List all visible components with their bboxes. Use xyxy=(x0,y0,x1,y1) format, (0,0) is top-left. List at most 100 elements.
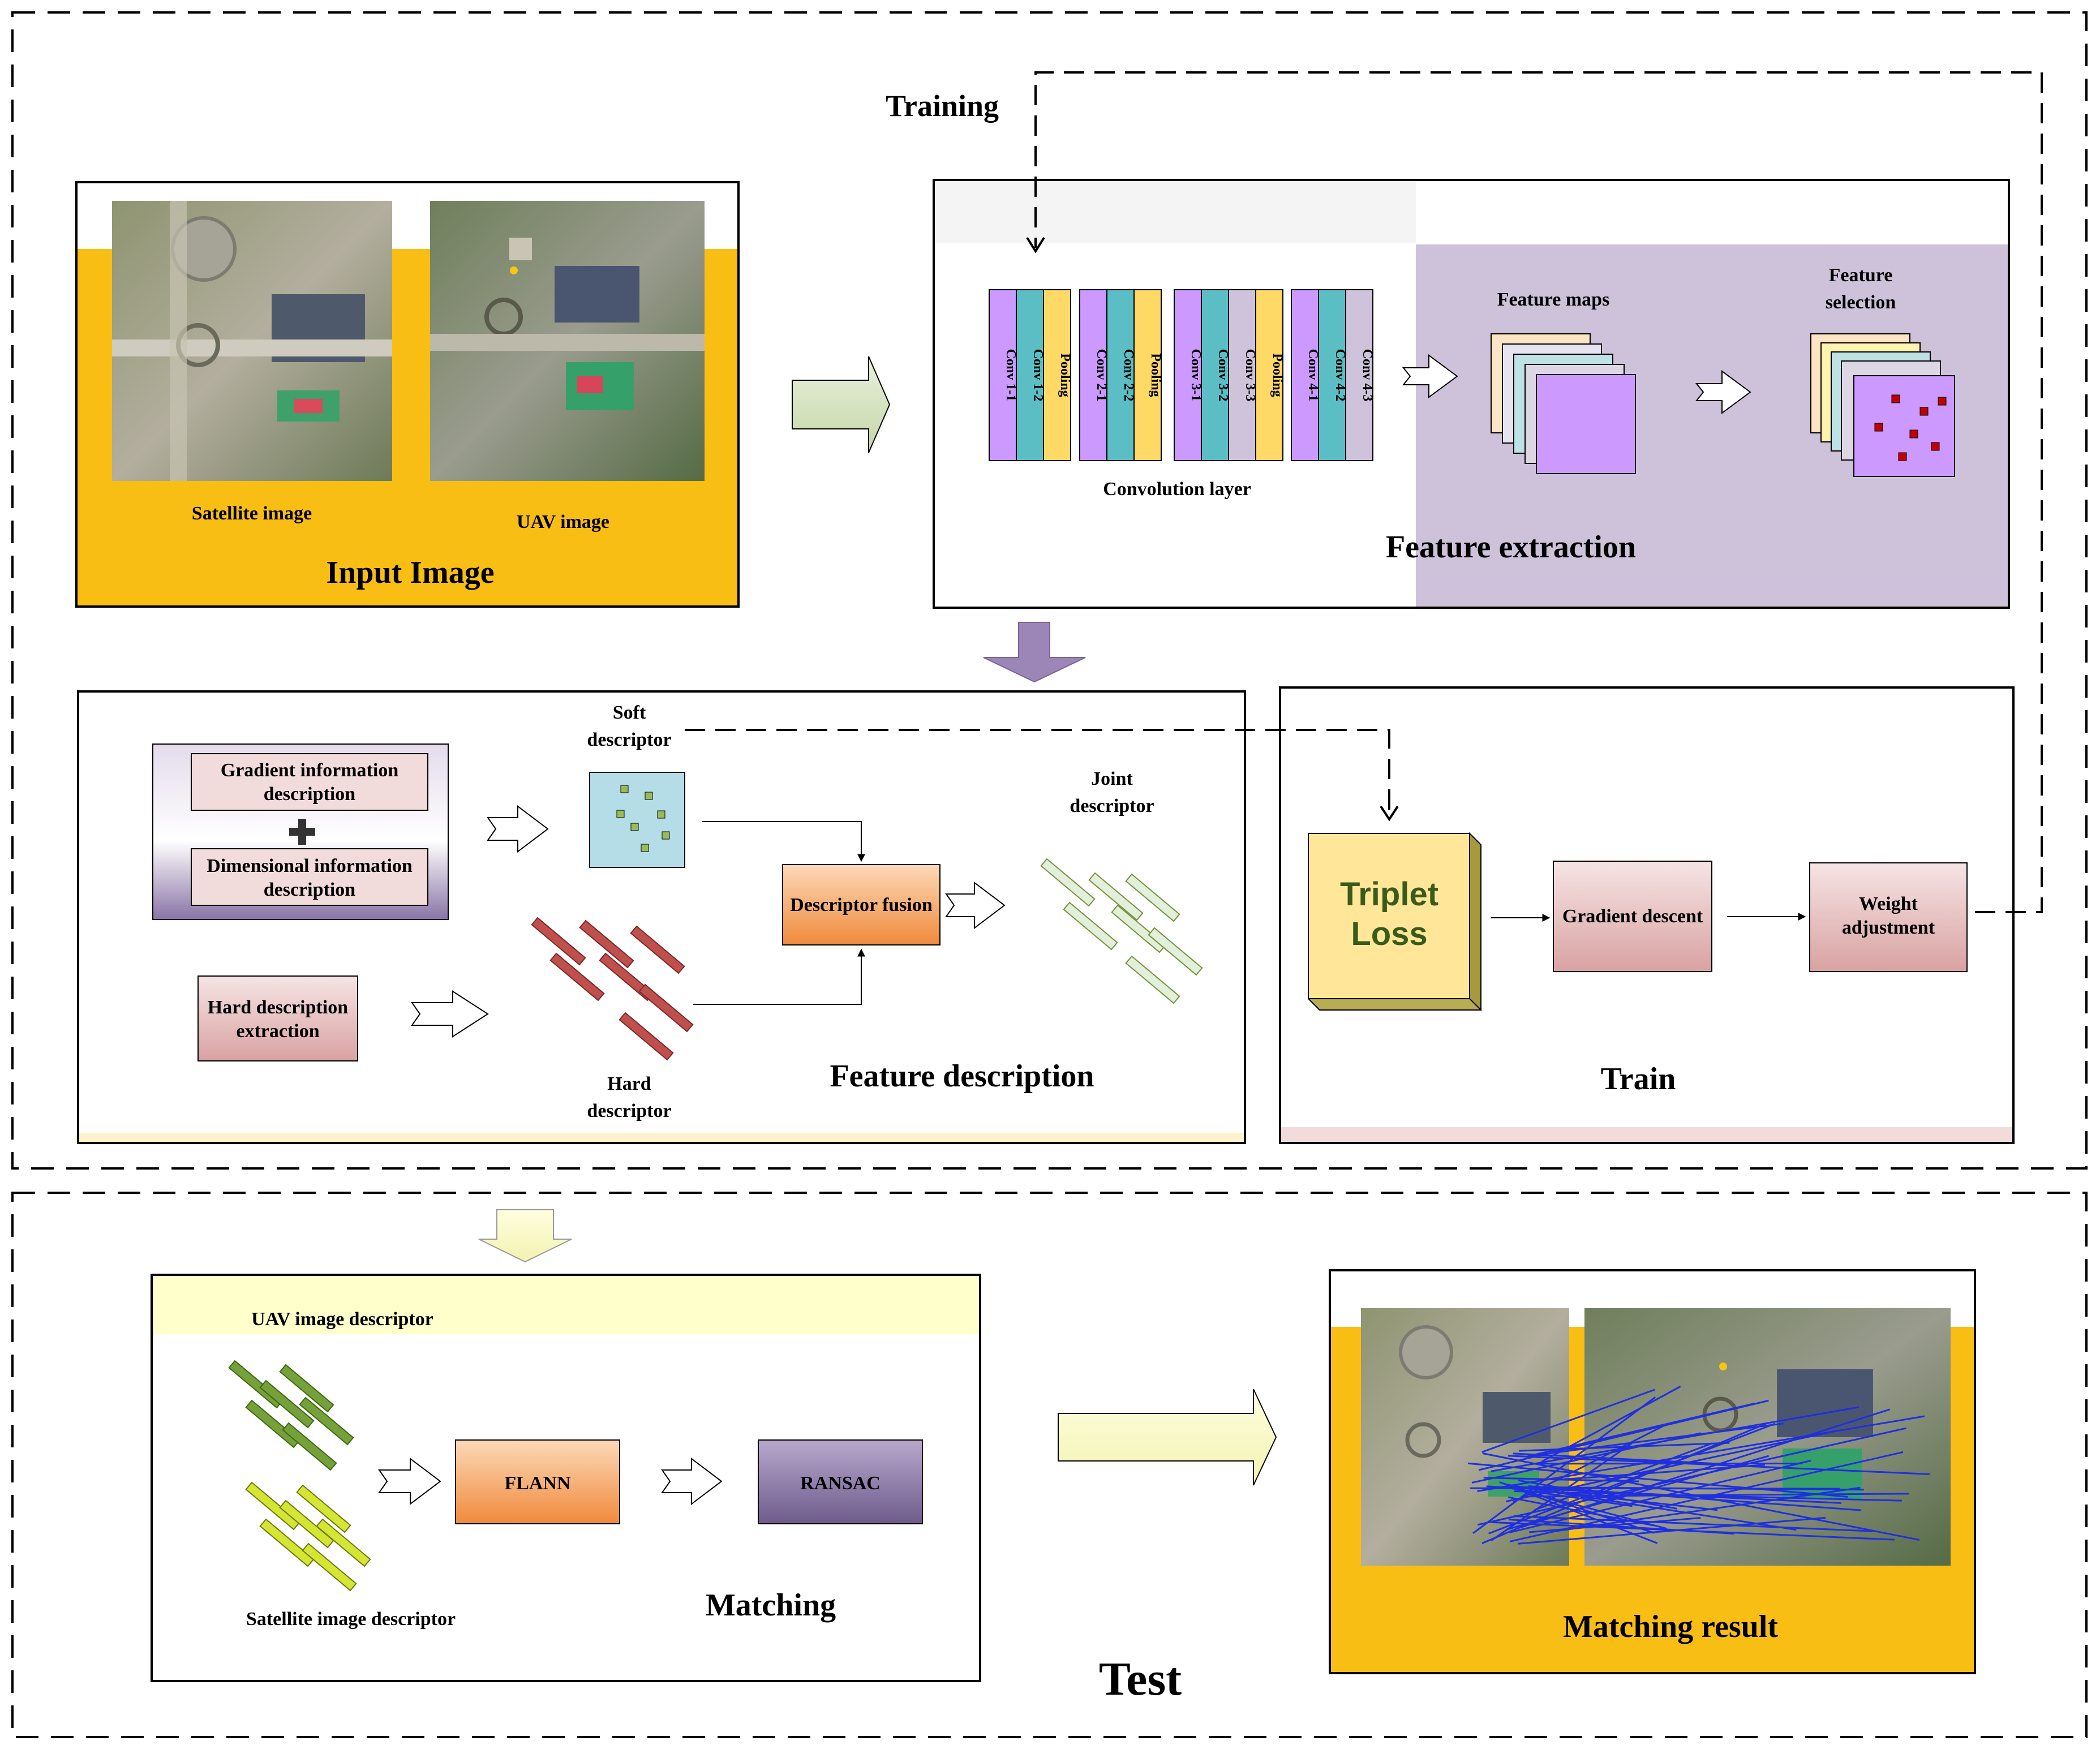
train-title: Train xyxy=(1601,1061,1676,1097)
input-image-title: Input Image xyxy=(326,555,494,590)
joint-descriptor-label: Joint xyxy=(1091,768,1133,789)
layer-label: Conv 4-3 xyxy=(1360,349,1375,402)
ransac-box xyxy=(758,1439,923,1524)
conv-block-3 xyxy=(1174,289,1283,461)
connector xyxy=(702,821,865,862)
gradient-information-text: Gradient information xyxy=(221,760,399,781)
arrowhead xyxy=(1380,805,1399,822)
gradient-descent-box xyxy=(1553,861,1712,972)
test-frame xyxy=(11,1192,2088,1738)
match-line xyxy=(1508,1455,1930,1475)
feature-selection-label: Feature xyxy=(1829,265,1893,286)
gradient-information-text: description xyxy=(264,784,356,805)
dimensional-information-text: description xyxy=(264,879,356,900)
soft-to-triplet-dashed xyxy=(685,729,1390,816)
match-line xyxy=(1541,1385,1681,1463)
uav-image-caption: UAV image xyxy=(517,512,609,532)
weight-adjustment-text: Weight xyxy=(1859,893,1918,914)
joint-descriptor-bars xyxy=(1040,858,1203,1004)
hollow-arrow xyxy=(1695,370,1751,414)
hollow-arrow xyxy=(945,881,1006,930)
uav-descriptor-bars xyxy=(228,1360,354,1471)
satellite-descriptor-bars xyxy=(245,1481,371,1592)
match-line xyxy=(1468,1462,1848,1498)
feature-description-title: Feature description xyxy=(830,1059,1094,1094)
match-line xyxy=(1471,1432,1701,1484)
triplet-loss-text: Loss xyxy=(1351,916,1427,952)
gradient-information-box xyxy=(191,753,428,811)
match-line xyxy=(1525,1403,1755,1458)
hollow-arrow xyxy=(487,805,549,853)
conv-block-1 xyxy=(989,289,1071,461)
layer-label: Conv 3-2 xyxy=(1216,349,1230,402)
dimensional-information-text: Dimensional information xyxy=(207,856,413,876)
hard-description-extraction-box xyxy=(197,975,358,1061)
arrow-to-feature-description xyxy=(983,622,1086,683)
match-lines xyxy=(1468,1385,1930,1545)
layer-label: Conv 4-2 xyxy=(1333,349,1347,402)
weight-adjustment-text: adjustment xyxy=(1842,917,1935,938)
feature-maps-stack xyxy=(1491,333,1636,474)
match-line xyxy=(1477,1427,1906,1526)
matching-panel: UAV image descriptor Satellite image des… xyxy=(151,1274,981,1682)
test-label: Test xyxy=(1099,1653,1182,1705)
flann-box xyxy=(455,1439,620,1524)
layer-label: Conv 3-1 xyxy=(1188,349,1203,402)
match-line xyxy=(1472,1396,1656,1534)
uav-image xyxy=(430,201,705,481)
gradient-descent-text: Gradient descent xyxy=(1562,906,1703,927)
ransac-text: RANSAC xyxy=(800,1473,881,1494)
feature-extraction-panel: Conv 1-1 Conv 1-2 Pooling Conv 2-1 Conv … xyxy=(933,179,2010,609)
satellite-descriptor-label: Satellite image descriptor xyxy=(246,1609,456,1630)
convolution-layer-caption: Convolution layer xyxy=(1103,479,1251,500)
hard-descriptor-label: descriptor xyxy=(587,1101,671,1121)
match-line xyxy=(1518,1479,1677,1510)
dimensional-information-box xyxy=(191,848,428,906)
triplet-loss-box xyxy=(1308,833,1470,999)
match-line xyxy=(1528,1485,1862,1511)
connector xyxy=(693,948,865,1005)
training-label: Training xyxy=(886,89,999,123)
conv-block-4 xyxy=(1291,289,1373,461)
match-line xyxy=(1509,1519,1734,1535)
match-line xyxy=(1518,1516,1826,1545)
uav-descriptor-label: UAV image descriptor xyxy=(251,1309,433,1330)
input-image-panel: Satellite image UAV image Input Image xyxy=(75,181,740,608)
match-line xyxy=(1513,1515,1873,1532)
hard-descriptor-bars xyxy=(531,917,694,1061)
plus-icon xyxy=(289,819,315,845)
match-line xyxy=(1513,1452,1716,1465)
train-panel: Triplet Loss Gradient descent Weight adj… xyxy=(1279,686,2015,1144)
match-line xyxy=(1514,1490,1902,1502)
matching-result-panel: Matching result xyxy=(1329,1269,1976,1674)
layer-label: Pooling xyxy=(1270,353,1285,397)
arrow-to-matching-result xyxy=(1058,1389,1277,1486)
matching-result-title: Matching result xyxy=(1563,1609,1778,1644)
match-line xyxy=(1509,1451,1904,1542)
flann-text: FLANN xyxy=(504,1473,571,1494)
hard-description-text: extraction xyxy=(236,1021,319,1042)
arrow-to-matching xyxy=(478,1209,572,1263)
layer-label: Pooling xyxy=(1058,353,1072,397)
satellite-image xyxy=(112,201,392,481)
hollow-arrow xyxy=(411,990,489,1038)
conv-block-2 xyxy=(1079,289,1162,461)
soft-descriptor-label: Soft xyxy=(613,702,646,723)
match-line xyxy=(1517,1408,1891,1529)
hard-descriptor-label: Hard xyxy=(607,1073,651,1094)
match-line xyxy=(1528,1422,1784,1457)
layer-label: Conv 1-2 xyxy=(1030,349,1045,402)
hollow-arrow xyxy=(378,1457,441,1506)
hollow-arrow xyxy=(661,1457,723,1506)
feature-maps-label: Feature maps xyxy=(1497,289,1610,310)
layer-label: Conv 4-1 xyxy=(1305,349,1320,402)
hollow-arrow xyxy=(1402,354,1458,398)
layer-label: Conv 2-1 xyxy=(1094,349,1109,402)
weight-adjustment-box xyxy=(1809,862,1968,972)
feature-description-panel: Gradient information description Dimensi… xyxy=(77,690,1246,1144)
feature-selection-stack xyxy=(1810,333,1955,477)
layer-label: Conv 3-3 xyxy=(1243,349,1257,402)
descriptor-fusion-box xyxy=(782,864,941,945)
arrowhead xyxy=(1026,237,1045,253)
